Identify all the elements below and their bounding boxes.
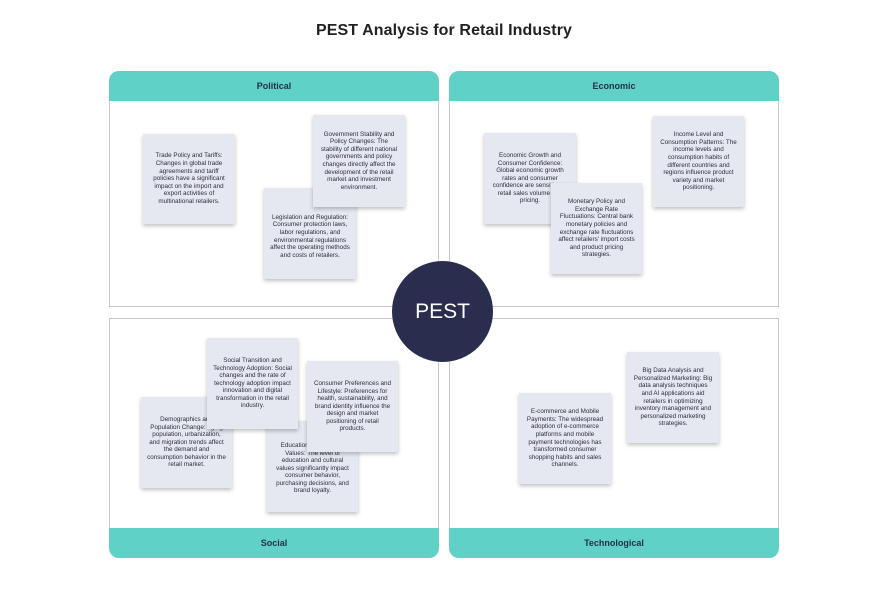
sticky-note-demographics: Demographics and Population Change: agin…: [141, 397, 232, 488]
sticky-note-consumer-preferences: Consumer Preferences and Lifestyle: Pref…: [307, 361, 398, 452]
sticky-note-big-data: Big Data Analysis and Personalized Marke…: [627, 352, 719, 443]
political-header: Political: [109, 71, 439, 101]
technological-quadrant: [449, 318, 779, 558]
economic-header: Economic: [449, 71, 779, 101]
technological-footer: Technological: [449, 528, 779, 558]
social-footer: Social: [109, 528, 439, 558]
sticky-note-social-transition: Social Transition and Technology Adoptio…: [207, 338, 298, 429]
sticky-note-income-level: Income Level and Consumption Patterns: T…: [653, 116, 744, 207]
sticky-note-legislation: Legislation and Regulation: Consumer pro…: [264, 188, 356, 279]
sticky-note-government-stability: Government Stability and Policy Changes:…: [313, 115, 405, 207]
sticky-note-ecommerce: E-commerce and Mobile Payments: The wide…: [519, 393, 611, 484]
sticky-note-trade-policy: Trade Policy and Tariffs: Changes in glo…: [143, 134, 235, 224]
pest-center-circle: PEST: [392, 261, 493, 362]
diagram-title: PEST Analysis for Retail Industry: [315, 22, 573, 39]
sticky-note-monetary-policy: Monetary Policy and Exchange Rate Fluctu…: [551, 183, 642, 274]
